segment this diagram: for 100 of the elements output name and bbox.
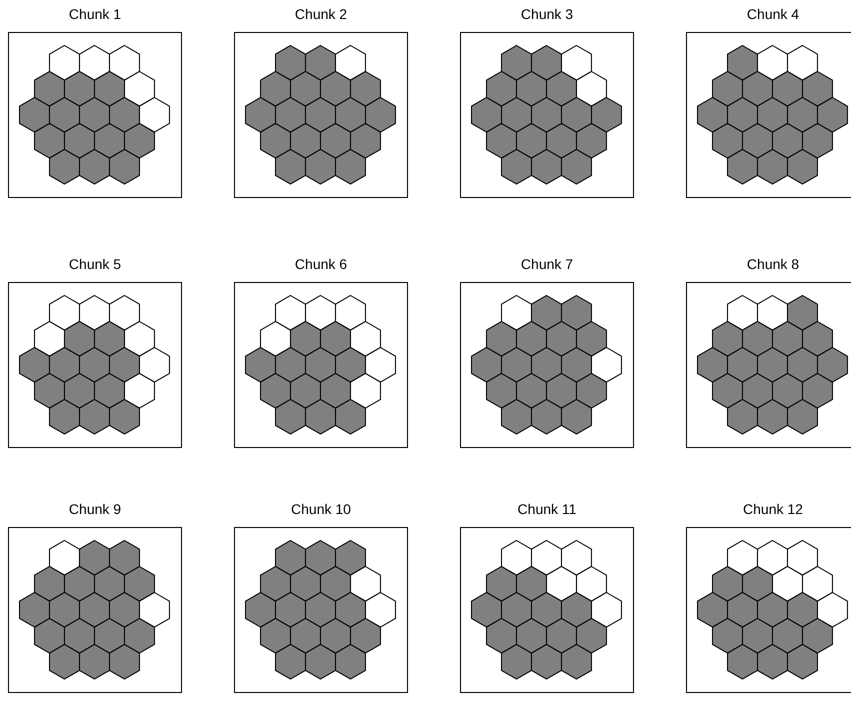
- filled-hexagon: [64, 320, 95, 356]
- filled-hexagon: [290, 618, 321, 654]
- filled-hexagon: [786, 398, 818, 434]
- filled-hexagon: [501, 398, 532, 434]
- hexagon: [79, 44, 110, 80]
- filled-hexagon: [546, 70, 577, 106]
- filled-hexagon: [108, 398, 140, 434]
- hexagon: [138, 96, 170, 132]
- filled-hexagon: [727, 44, 758, 80]
- filled-hexagon: [546, 122, 577, 158]
- filled-hexagon: [742, 70, 773, 106]
- filled-hexagon: [786, 96, 818, 132]
- filled-hexagon: [49, 644, 80, 680]
- filled-hexagon: [560, 346, 592, 382]
- filled-hexagon: [364, 96, 396, 132]
- filled-hexagon: [516, 372, 547, 408]
- filled-hexagon: [108, 592, 140, 628]
- filled-hexagon: [19, 96, 50, 132]
- hexagon: [49, 44, 80, 80]
- filled-hexagon: [350, 70, 381, 106]
- hexagon: [34, 320, 66, 356]
- filled-hexagon: [124, 566, 155, 602]
- filled-hexagon: [757, 346, 788, 382]
- filled-hexagon: [576, 122, 607, 158]
- filled-hexagon: [79, 644, 110, 680]
- filled-hexagon: [576, 372, 607, 408]
- hexagon: [350, 566, 381, 602]
- filled-hexagon: [560, 96, 592, 132]
- filled-hexagon: [727, 644, 758, 680]
- filled-hexagon: [560, 592, 592, 628]
- hexagon: [79, 294, 110, 330]
- filled-hexagon: [486, 70, 518, 106]
- filled-hexagon: [108, 96, 140, 132]
- filled-hexagon: [64, 618, 95, 654]
- filled-hexagon: [727, 398, 758, 434]
- filled-hexagon: [305, 644, 336, 680]
- filled-hexagon: [697, 346, 728, 382]
- panel-title: Chunk 7: [520, 256, 574, 272]
- filled-hexagon: [320, 566, 351, 602]
- filled-hexagon: [260, 122, 292, 158]
- filled-hexagon: [757, 398, 788, 434]
- filled-hexagon: [486, 618, 518, 654]
- filled-hexagon: [772, 70, 803, 106]
- filled-hexagon: [94, 618, 125, 654]
- panel-title: Chunk 5: [68, 256, 122, 272]
- hexagon: [816, 592, 848, 628]
- filled-hexagon: [79, 398, 110, 434]
- filled-hexagon: [772, 320, 803, 356]
- hexagon: [576, 566, 607, 602]
- filled-hexagon: [471, 346, 502, 382]
- filled-hexagon: [260, 70, 292, 106]
- filled-hexagon: [94, 320, 125, 356]
- hexagon: [786, 540, 818, 576]
- filled-hexagon: [727, 96, 758, 132]
- filled-hexagon: [275, 44, 306, 80]
- panel-title: Chunk 2: [294, 6, 348, 22]
- filled-hexagon: [501, 644, 532, 680]
- hexagon: [138, 592, 170, 628]
- hexagon: [124, 372, 155, 408]
- hexagon: [590, 346, 622, 382]
- panel-title: Chunk 8: [746, 256, 800, 272]
- hexagon: [350, 320, 381, 356]
- hexagon: [576, 70, 607, 106]
- filled-hexagon: [802, 618, 833, 654]
- filled-hexagon: [712, 122, 744, 158]
- panel-title: Chunk 4: [746, 6, 800, 22]
- filled-hexagon: [34, 618, 66, 654]
- filled-hexagon: [727, 592, 758, 628]
- filled-hexagon: [290, 122, 321, 158]
- filled-hexagon: [697, 592, 728, 628]
- filled-hexagon: [275, 346, 306, 382]
- hexagon: [727, 294, 758, 330]
- filled-hexagon: [64, 122, 95, 158]
- filled-hexagon: [49, 148, 80, 184]
- filled-hexagon: [108, 644, 140, 680]
- hexagon: [560, 540, 592, 576]
- hexagon: [546, 566, 577, 602]
- filled-hexagon: [334, 398, 366, 434]
- panel-title: Chunk 6: [294, 256, 348, 272]
- filled-hexagon: [786, 294, 818, 330]
- filled-hexagon: [290, 566, 321, 602]
- hexagon: [757, 540, 788, 576]
- hexagon: [786, 44, 818, 80]
- hexagon: [49, 294, 80, 330]
- filled-hexagon: [245, 96, 276, 132]
- filled-hexagon: [546, 320, 577, 356]
- hexagon: [757, 44, 788, 80]
- filled-hexagon: [757, 148, 788, 184]
- filled-hexagon: [124, 122, 155, 158]
- panel-title: Chunk 11: [516, 501, 578, 517]
- filled-hexagon: [275, 148, 306, 184]
- filled-hexagon: [245, 592, 276, 628]
- filled-hexagon: [49, 592, 80, 628]
- filled-hexagon: [742, 618, 773, 654]
- filled-hexagon: [486, 320, 518, 356]
- filled-hexagon: [516, 122, 547, 158]
- filled-hexagon: [560, 398, 592, 434]
- filled-hexagon: [757, 644, 788, 680]
- filled-hexagon: [305, 148, 336, 184]
- filled-hexagon: [802, 320, 833, 356]
